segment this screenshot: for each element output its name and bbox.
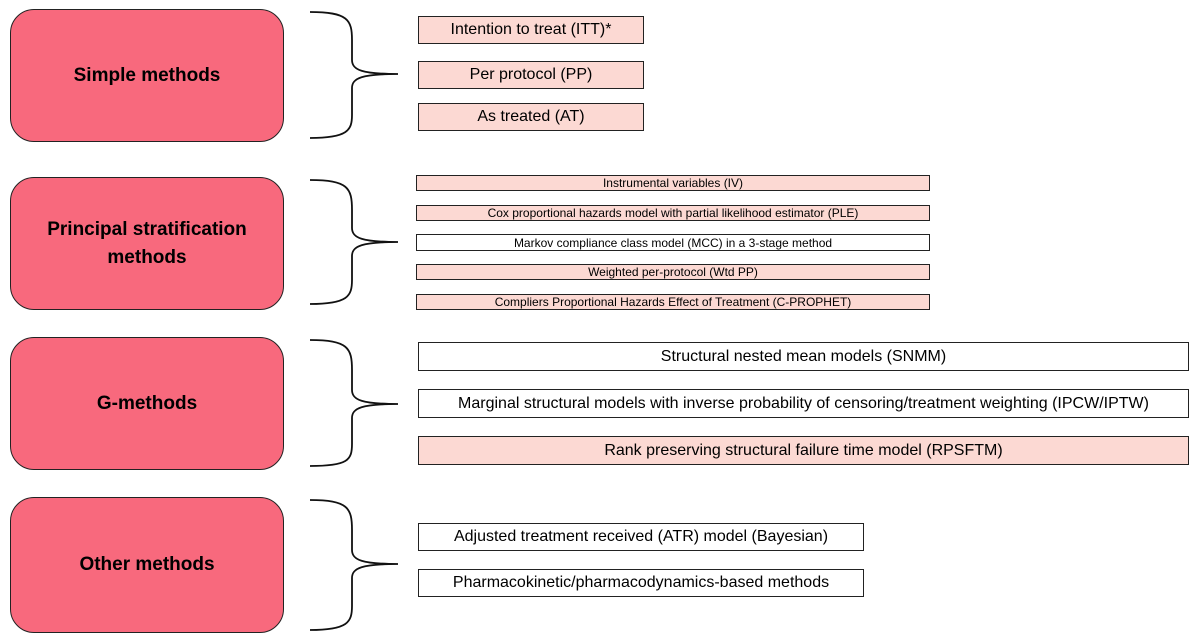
bracket-g-methods bbox=[309, 339, 399, 467]
item-snmm: Structural nested mean models (SNMM) bbox=[418, 342, 1189, 371]
item-ipcw-iptw: Marginal structural models with inverse … bbox=[418, 389, 1189, 418]
bracket-simple-methods bbox=[309, 11, 399, 139]
category-g-methods: G-methods bbox=[10, 337, 284, 470]
item-rpsftm: Rank preserving structural failure time … bbox=[418, 436, 1189, 465]
item-pp: Per protocol (PP) bbox=[418, 61, 644, 89]
item-pk-pd: Pharmacokinetic/pharmacodynamics-based m… bbox=[418, 569, 864, 597]
item-c-prophet: Compliers Proportional Hazards Effect of… bbox=[416, 294, 930, 310]
category-simple-methods: Simple methods bbox=[10, 9, 284, 142]
category-other-methods: Other methods bbox=[10, 497, 284, 633]
bracket-other-methods bbox=[309, 499, 399, 631]
item-atr: Adjusted treatment received (ATR) model … bbox=[418, 523, 864, 551]
item-itt: Intention to treat (ITT)* bbox=[418, 16, 644, 44]
category-principal-stratification-methods: Principal stratification methods bbox=[10, 177, 284, 310]
item-mcc: Markov compliance class model (MCC) in a… bbox=[416, 234, 930, 251]
item-wtd-pp: Weighted per-protocol (Wtd PP) bbox=[416, 264, 930, 280]
item-iv: Instrumental variables (IV) bbox=[416, 175, 930, 191]
item-ple: Cox proportional hazards model with part… bbox=[416, 205, 930, 221]
bracket-principal-stratification bbox=[309, 179, 399, 305]
item-at: As treated (AT) bbox=[418, 103, 644, 131]
